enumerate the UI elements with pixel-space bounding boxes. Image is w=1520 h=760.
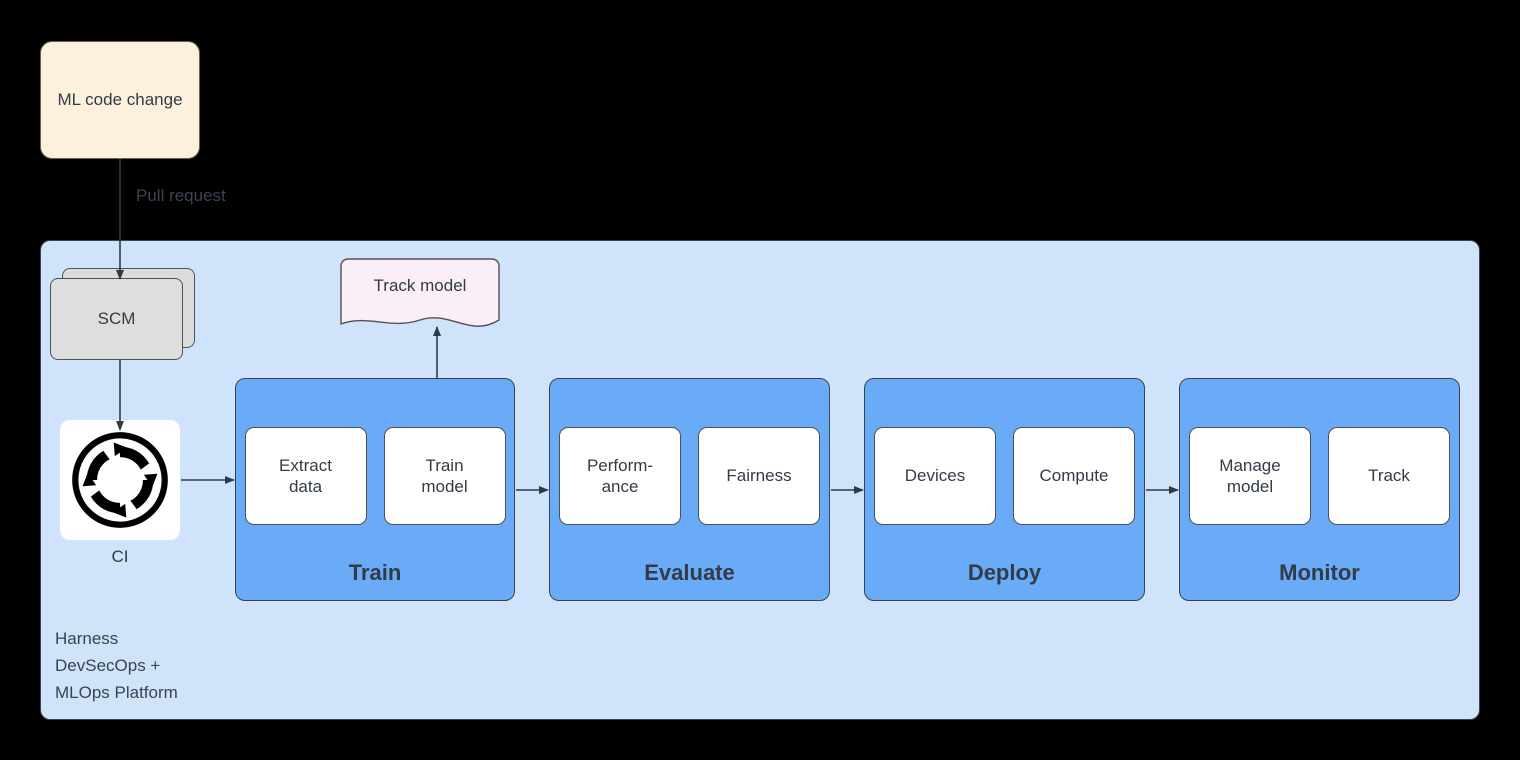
node-ci[interactable]	[60, 420, 180, 540]
stage-monitor-substeps: Manage model Track	[1180, 427, 1459, 525]
node-scm[interactable]: SCM	[50, 268, 195, 360]
substep-performance[interactable]: Perform- ance	[559, 427, 681, 525]
track-model-label: Track model	[373, 276, 467, 295]
substep-devices[interactable]: Devices	[874, 427, 996, 525]
substep-manage-model[interactable]: Manage model	[1189, 427, 1311, 525]
substep-train-model[interactable]: Train model	[383, 427, 506, 525]
substep-fairness[interactable]: Fairness	[698, 427, 820, 525]
node-ml-code-change[interactable]: ML code change	[40, 41, 200, 159]
stage-evaluate-label: Evaluate	[644, 560, 735, 585]
stage-monitor[interactable]: Manage model Track Monitor	[1179, 378, 1460, 601]
substep-track[interactable]: Track	[1328, 427, 1450, 525]
stage-monitor-label: Monitor	[1279, 560, 1360, 585]
ci-label: CI	[111, 547, 129, 566]
edge-label-pull-request: Pull request	[136, 186, 226, 205]
stage-deploy-label: Deploy	[967, 560, 1042, 585]
continuous-integration-circular-arrows-icon	[72, 432, 168, 528]
stage-train[interactable]: Extract data Train model Train	[235, 378, 515, 601]
stage-evaluate[interactable]: Perform- ance Fairness Evaluate	[549, 378, 830, 601]
platform-caption: Harness DevSecOps + MLOps Platform	[55, 629, 178, 702]
scm-label: SCM	[97, 309, 136, 328]
ml-code-change-label: ML code change	[57, 89, 183, 109]
scm-stack-front-sheet: SCM	[50, 278, 183, 360]
substep-extract-data[interactable]: Extract data	[244, 427, 367, 525]
stage-evaluate-substeps: Perform- ance Fairness	[550, 427, 829, 525]
substep-compute[interactable]: Compute	[1013, 427, 1135, 525]
stage-deploy-substeps: Devices Compute	[865, 427, 1144, 525]
stage-train-substeps: Extract data Train model	[236, 427, 514, 525]
note-shape	[340, 258, 500, 327]
stage-train-label: Train	[348, 560, 402, 585]
node-track-model[interactable]: Track model	[340, 258, 500, 333]
stage-deploy[interactable]: Devices Compute Deploy	[864, 378, 1145, 601]
